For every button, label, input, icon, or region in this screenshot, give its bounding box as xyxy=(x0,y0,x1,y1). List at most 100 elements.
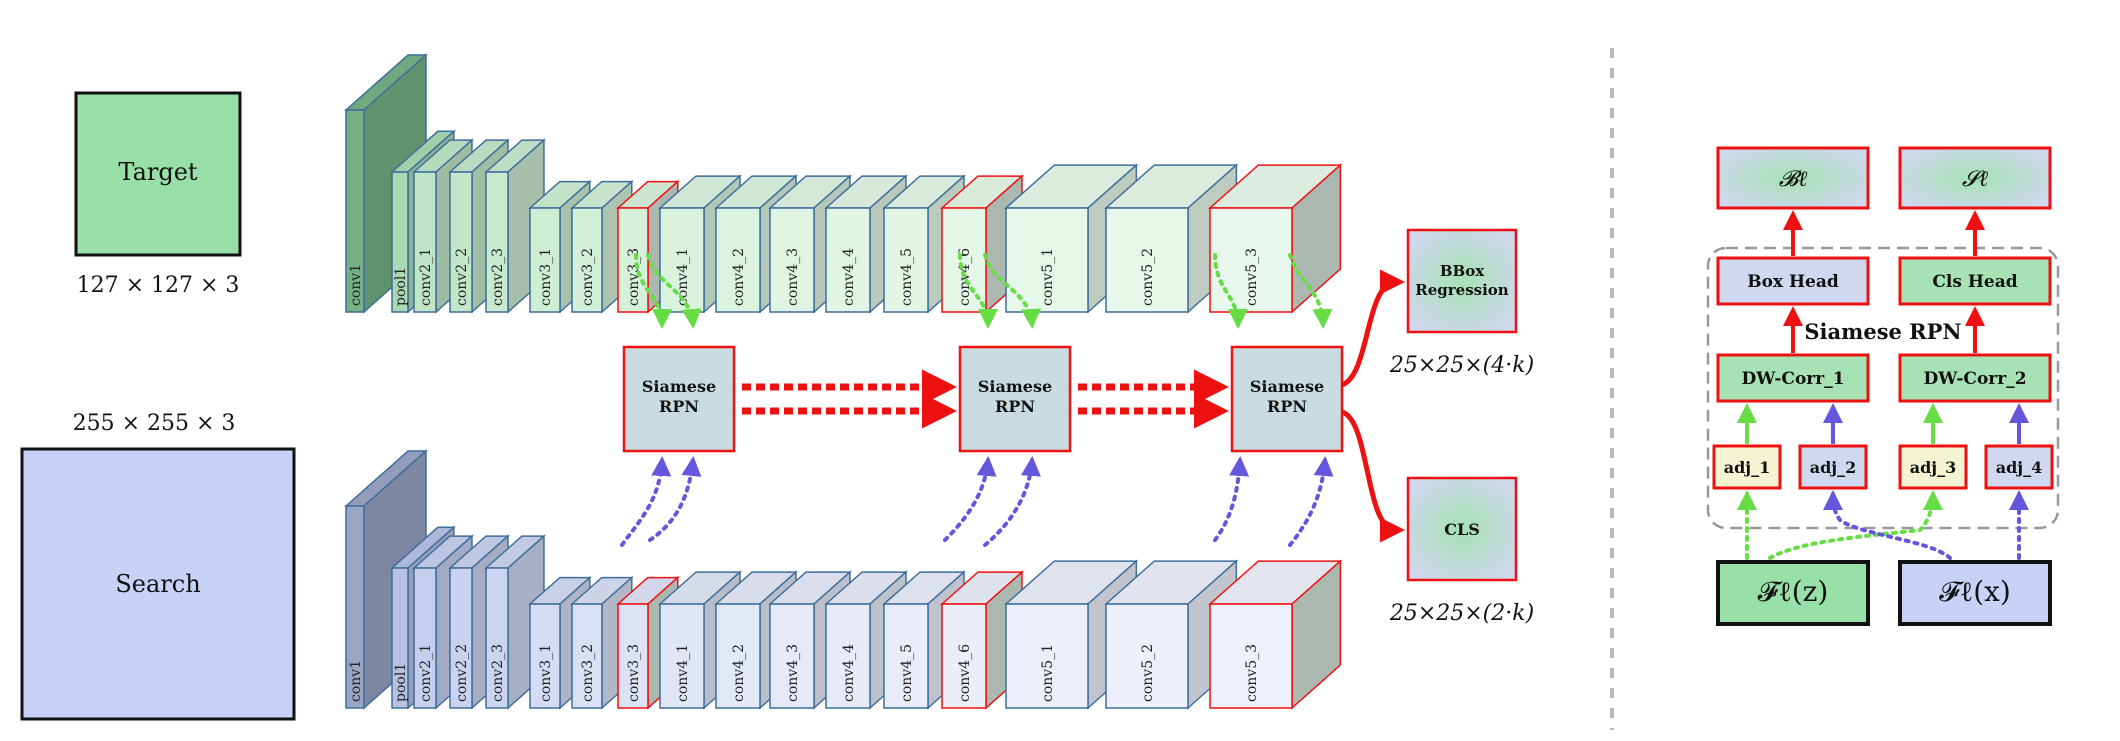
layer-label: conv1 xyxy=(348,264,364,306)
layer-label: conv4_2 xyxy=(731,644,747,702)
rpn-label: RPN xyxy=(659,397,699,416)
layer-label: pool1 xyxy=(393,267,409,306)
green-arrow xyxy=(983,253,1042,329)
feat-z-label: 𝓕ℓ(z) xyxy=(1758,575,1829,608)
dw-corr-1 xyxy=(1716,353,1870,403)
purple-arrow xyxy=(1213,456,1250,542)
dw-corr-2-label: DW-Corr_2 xyxy=(1923,369,2026,389)
detail-bbox-label: 𝓑ℓ xyxy=(1779,167,1808,192)
output-arrows xyxy=(1340,269,1405,543)
target-box xyxy=(74,91,242,257)
layer-label: conv1 xyxy=(348,660,364,702)
rpn-label: Siamese xyxy=(1250,377,1324,396)
layer-label: conv5_3 xyxy=(1244,248,1260,306)
cls-box xyxy=(1406,476,1518,582)
rpn-label: Siamese xyxy=(642,377,716,396)
layer-front-face xyxy=(571,603,603,709)
layer-front-face xyxy=(883,603,929,709)
search-label: Search xyxy=(115,570,200,598)
cls-head xyxy=(1898,256,2052,306)
cls-arrow xyxy=(1340,409,1405,543)
layer-label: conv2_2 xyxy=(454,644,470,702)
layer-front-face xyxy=(941,603,987,709)
purple-dotted-arrow xyxy=(1823,490,1952,560)
rpn-box xyxy=(1230,345,1344,453)
layer-label: conv3_2 xyxy=(580,644,596,702)
dw-corr-2 xyxy=(1898,353,2052,403)
layer-front-face xyxy=(769,603,815,709)
layer-front-face xyxy=(1005,603,1089,709)
siamese-rpn-block: Siamese RPN xyxy=(958,345,1072,453)
layer-front-face xyxy=(529,207,561,313)
rpn-box xyxy=(958,345,1072,453)
adj-1-label: adj_1 xyxy=(1724,458,1770,477)
feat-z xyxy=(1716,560,1870,626)
purple-arrow xyxy=(648,456,702,542)
layer-label: conv5_3 xyxy=(1244,644,1260,702)
layer-front-face xyxy=(449,567,473,709)
layer-front-face xyxy=(1209,207,1293,313)
layer-label: conv2_1 xyxy=(418,644,434,702)
rpn-box xyxy=(622,345,736,453)
adj-1 xyxy=(1712,444,1782,490)
siamese-rpn-block: Siamese RPN xyxy=(622,345,736,453)
purple-arrow xyxy=(620,456,672,547)
feat-x xyxy=(1898,560,2052,626)
layer-label: conv4_5 xyxy=(899,248,915,306)
bbox-label: Regression xyxy=(1415,281,1509,299)
layer-front-face xyxy=(825,207,871,313)
layer-label: conv4_5 xyxy=(899,644,915,702)
search-feature-arrows xyxy=(620,456,1334,547)
layer-label: conv3_3 xyxy=(626,248,642,306)
rpn-detail-frame xyxy=(1706,246,2060,530)
detail-cls-output xyxy=(1898,146,2052,210)
layer-front-face xyxy=(1209,603,1293,709)
cls-head-label: Cls Head xyxy=(1932,272,2017,292)
layer-front-face xyxy=(715,207,761,313)
adj-4-label: adj_4 xyxy=(1996,458,2042,477)
bbox-box xyxy=(1406,228,1518,334)
layer-label: conv2_3 xyxy=(490,248,506,306)
layer-label: conv5_1 xyxy=(1040,644,1056,702)
rpn-label: RPN xyxy=(995,397,1035,416)
layer-front-face xyxy=(825,603,871,709)
layer-front-face xyxy=(485,567,509,709)
layer-front-face xyxy=(617,603,649,709)
rpn-label: RPN xyxy=(1267,397,1307,416)
layer-front-face xyxy=(617,207,649,313)
layer-label: pool1 xyxy=(393,663,409,702)
layer-label: conv4_3 xyxy=(785,248,801,306)
layer-front-face xyxy=(883,207,929,313)
green-arrow xyxy=(634,253,672,329)
adj-2-label: adj_2 xyxy=(1810,458,1856,477)
bbox-label: BBox xyxy=(1440,262,1485,280)
layer-front-face xyxy=(449,171,473,313)
layer-front-face xyxy=(941,207,987,313)
layer-label: conv4_2 xyxy=(731,248,747,306)
search-input: 255 × 255 × 3 Search xyxy=(20,411,296,721)
search-dims: 255 × 255 × 3 xyxy=(73,411,236,436)
layer-label: conv3_1 xyxy=(538,248,554,306)
layer-label: conv2_2 xyxy=(454,248,470,306)
green-arrow xyxy=(1213,253,1248,329)
rpn-aggregation-arrows xyxy=(742,369,1229,429)
search-layer-conv5-3: conv5_3 xyxy=(1208,559,1343,710)
feat-x-label: 𝓕ℓ(x) xyxy=(1939,575,2011,608)
siamese-rpn-detail: Siamese RPN 𝓑ℓ 𝓢ℓ Box Head Cls Head DW-C… xyxy=(1706,146,2060,626)
layer-label: conv5_2 xyxy=(1140,644,1156,702)
cls-dims: 25×25×(2·k) xyxy=(1389,601,1534,626)
green-arrow xyxy=(646,253,702,329)
layer-label: conv3_1 xyxy=(538,644,554,702)
layer-label: conv4_1 xyxy=(675,248,691,306)
layer-label: conv2_3 xyxy=(490,644,506,702)
adj-3-label: adj_3 xyxy=(1910,458,1956,477)
box-head-label: Box Head xyxy=(1747,272,1839,292)
layer-front-face xyxy=(345,505,365,709)
target-input: Target 127 × 127 × 3 xyxy=(74,91,242,298)
layer-front-face xyxy=(413,567,437,709)
detail-cls-label: 𝓢ℓ xyxy=(1962,167,1989,192)
cls-label: CLS xyxy=(1444,520,1480,539)
template-layer-conv5-3: conv5_3 xyxy=(1208,163,1343,314)
